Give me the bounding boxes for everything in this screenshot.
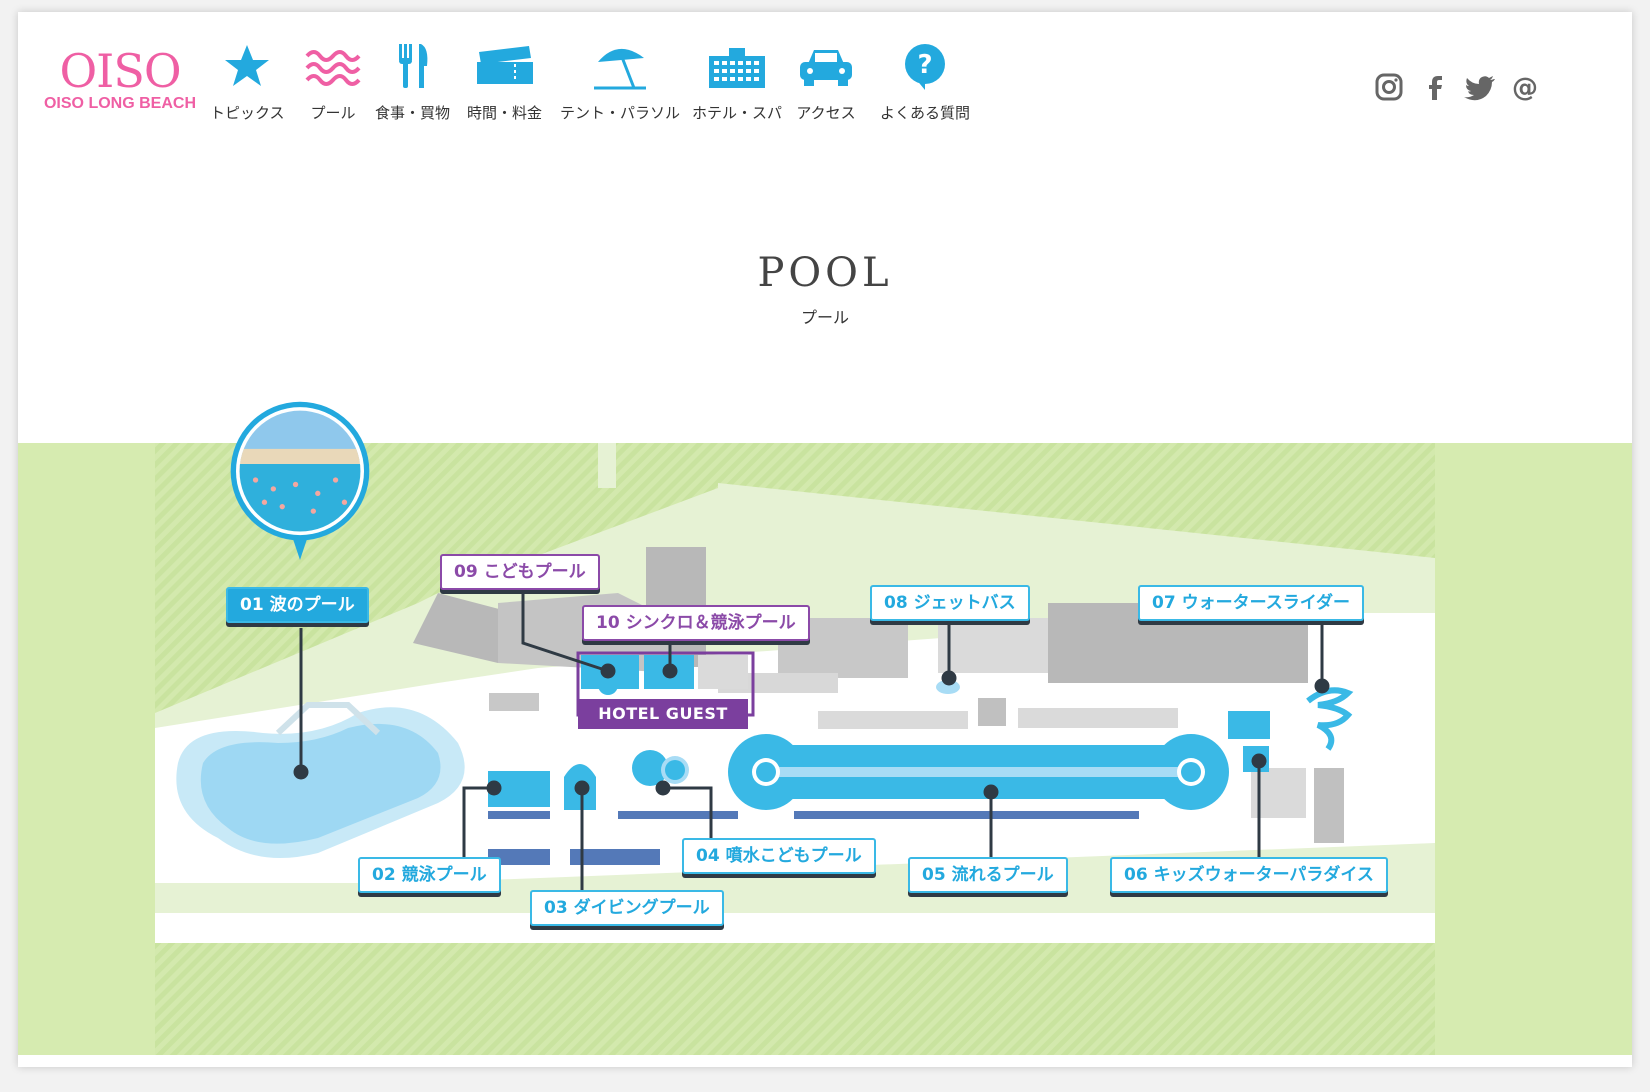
page-title: POOL プール — [18, 250, 1632, 328]
svg-text:?: ? — [917, 50, 932, 80]
hotel-guest-area-badge: HOTEL GUEST AREA — [578, 699, 748, 753]
nav-item-hotel-spa[interactable]: ホテル・スパ — [692, 42, 782, 123]
pool-label-08[interactable]: 08 ジェットバス — [870, 585, 1030, 621]
svg-text:@: @ — [1512, 73, 1538, 102]
instagram-icon[interactable] — [1374, 72, 1404, 102]
pool-label-09[interactable]: 09 こどもプール — [440, 554, 600, 590]
nav-label: よくある質問 — [880, 104, 971, 122]
at-mail-icon[interactable]: @ — [1510, 72, 1540, 102]
page-title-jp: プール — [800, 308, 849, 327]
ticket-icon — [476, 46, 533, 84]
nav-item-topics[interactable]: トピックス — [210, 42, 285, 123]
pool-label-01[interactable]: 01 波のプール — [226, 587, 369, 623]
nav-label: プール — [310, 104, 356, 122]
waves-icon — [305, 50, 361, 86]
twitter-icon[interactable] — [1464, 72, 1496, 102]
pool-label-10[interactable]: 10 シンクロ＆競泳プール — [582, 605, 810, 641]
nav-label: アクセス — [796, 104, 856, 122]
wave-pool-photo-bubble[interactable] — [220, 400, 380, 560]
star-icon — [225, 45, 270, 86]
pool-label-03[interactable]: 03 ダイビングプール — [530, 890, 724, 926]
pool-map — [18, 443, 1632, 1055]
nav-item-food[interactable]: 食事・買物 — [375, 42, 450, 123]
nav-item-pool[interactable]: プール — [305, 42, 361, 123]
car-icon — [800, 50, 852, 86]
page-title-en: POOL — [757, 250, 893, 296]
nav-label: テント・パラソル — [560, 104, 681, 122]
facebook-icon[interactable] — [1420, 72, 1450, 102]
nav-item-faq[interactable]: ? よくある質問 — [880, 42, 970, 123]
nav-label: 時間・料金 — [467, 104, 543, 122]
logo-wordmark: OISO — [59, 44, 181, 98]
logo-subtitle: OISO LONG BEACH — [43, 95, 196, 112]
pool-label-04[interactable]: 04 噴水こどもプール — [682, 838, 876, 874]
nav-label: ホテル・スパ — [692, 104, 783, 122]
site-logo[interactable]: OISO OISO LONG BEACH — [40, 46, 200, 112]
nav-label: トピックス — [210, 104, 285, 122]
pool-label-05[interactable]: 05 流れるプール — [908, 857, 1068, 893]
question-icon: ? — [905, 44, 945, 90]
nav-label: 食事・買物 — [375, 104, 451, 122]
nav-item-tent-parasol[interactable]: テント・パラソル — [560, 42, 680, 123]
fork-knife-icon — [398, 44, 427, 88]
pool-label-07[interactable]: 07 ウォータースライダー — [1138, 585, 1365, 621]
nav-item-access[interactable]: アクセス — [796, 42, 856, 123]
hotel-icon — [709, 48, 765, 88]
pool-label-06[interactable]: 06 キッズウォーターパラダイス — [1110, 857, 1388, 893]
nav-item-hours-fees[interactable]: 時間・料金 — [467, 42, 542, 123]
parasol-icon — [594, 48, 646, 90]
pool-label-02[interactable]: 02 競泳プール — [358, 857, 501, 893]
